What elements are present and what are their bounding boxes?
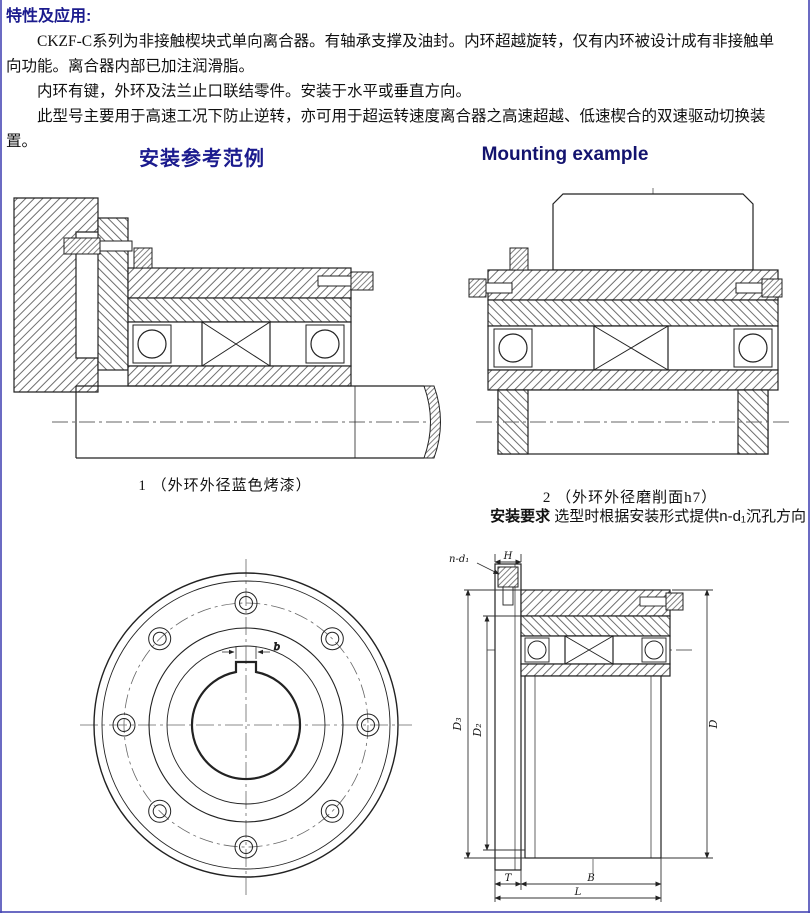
- fig-front-view: b: [80, 559, 412, 895]
- outer-diameter-circle: [93, 572, 399, 878]
- cap-screw-left: [468, 278, 513, 298]
- dim-label-d: D: [707, 719, 720, 729]
- intro-paragraph-3: 此型号主要用于高速工况下防止逆转，亦可用于超运转速度离合器之高速超越、低速楔合的…: [6, 108, 766, 150]
- chamfer-circle: [101, 580, 391, 870]
- intro-paragraph-2: 内环有键，外环及法兰止口联结零件。安装于水平或垂直方向。: [37, 83, 472, 100]
- heading-mounting-example-en: Mounting example: [481, 144, 649, 165]
- cap-screw-vertical: [497, 566, 519, 606]
- cap-screw-right: [317, 271, 374, 291]
- fig-mounting-example-2: [468, 188, 792, 455]
- shaft-break: [423, 385, 441, 459]
- ball-bearing-right: [305, 324, 345, 364]
- flange-collar-section: [487, 299, 779, 327]
- fig1-caption: 1 （外环外径蓝色烤漆）: [138, 478, 312, 494]
- dim-label-b-length: B: [586, 873, 594, 884]
- housing-wall-section: [13, 197, 99, 393]
- hub-sleeve: [524, 675, 662, 859]
- inner-ring-section: [520, 663, 671, 677]
- sprag-cage-block: [201, 321, 271, 367]
- shaft: [75, 385, 441, 459]
- ball-bearing-right: [641, 637, 667, 663]
- bore-with-keyway: [190, 660, 302, 781]
- mating-block: [552, 193, 754, 271]
- intro-text-block: 特性及应用: CKZF-C系列为非接触楔块式单向离合器。有轴承支撑及油封。内环超…: [6, 2, 788, 154]
- inner-ring-section: [487, 369, 779, 391]
- flange-spigot-circle: [148, 627, 344, 823]
- flange-collar-section: [520, 615, 671, 637]
- dim-label-nd1: n-d₁: [449, 554, 469, 565]
- cap-screw-vertical: [509, 247, 529, 271]
- sprag-cage-block: [593, 325, 669, 371]
- mounting-requirement-note: 安装要求 选型时根据安装形式提供n-d₁沉孔方向: [434, 505, 806, 526]
- outer-ring-section: [127, 267, 352, 299]
- page-border-left: [0, 0, 2, 913]
- dim-label-t: T: [505, 873, 513, 884]
- section-header: 特性及应用:: [6, 8, 92, 25]
- sprag-cage-block: [564, 635, 614, 665]
- clutch-section-drawing-1: [13, 197, 441, 459]
- ball-bearing-right: [733, 328, 773, 368]
- ball-bearing-left: [132, 324, 172, 364]
- fig-dimension-section: n-d₁ H D₃ D₂ D T B L: [449, 551, 720, 902]
- bolt-circle: [123, 602, 369, 848]
- inner-ring-section: [127, 365, 352, 387]
- cap-screw-right: [639, 592, 684, 611]
- clutch-section-drawing-2: [468, 188, 792, 455]
- ball-bearing-left: [493, 328, 533, 368]
- dim-label-d2: D₂: [471, 723, 484, 737]
- heading-mounting-example-cn: 安装参考范例: [139, 148, 265, 170]
- cap-screw-vertical: [133, 247, 153, 269]
- front-view-drawing: b: [80, 559, 412, 895]
- cap-screw-right: [735, 278, 783, 298]
- flange-collar-section: [127, 297, 352, 323]
- dimension-labels: n-d₁ H D₃ D₂ D T B L: [449, 551, 720, 898]
- keyway-width-dimension: [222, 646, 270, 659]
- dim-label-h: H: [503, 551, 513, 562]
- dimension-lines: [464, 554, 713, 902]
- outer-ring-section: [487, 269, 779, 301]
- page-border-right: [808, 0, 810, 913]
- section-drawing: [487, 563, 695, 874]
- page-border-bottom: [0, 911, 810, 913]
- ball-bearing-left: [524, 637, 550, 663]
- fig2-caption: 2 （外环外径磨削面h7）: [542, 490, 718, 506]
- intro-paragraph-1: CKZF-C系列为非接触楔块式单向离合器。有轴承支撑及油封。内环超越旋转，仅有内…: [6, 33, 775, 75]
- note-text: 选型时根据安装形式提供n-d₁沉孔方向: [550, 508, 806, 525]
- wall-bolt: [63, 237, 133, 255]
- note-label: 安装要求: [490, 508, 551, 525]
- mounting-plate: [494, 563, 522, 871]
- dim-label-d3: D₃: [451, 717, 464, 731]
- dim-label-b: b: [274, 642, 280, 653]
- hub-circle: [166, 645, 326, 805]
- fig-mounting-example-1: [13, 197, 441, 459]
- bolt-holes: [112, 591, 380, 859]
- dim-label-l: L: [574, 887, 582, 898]
